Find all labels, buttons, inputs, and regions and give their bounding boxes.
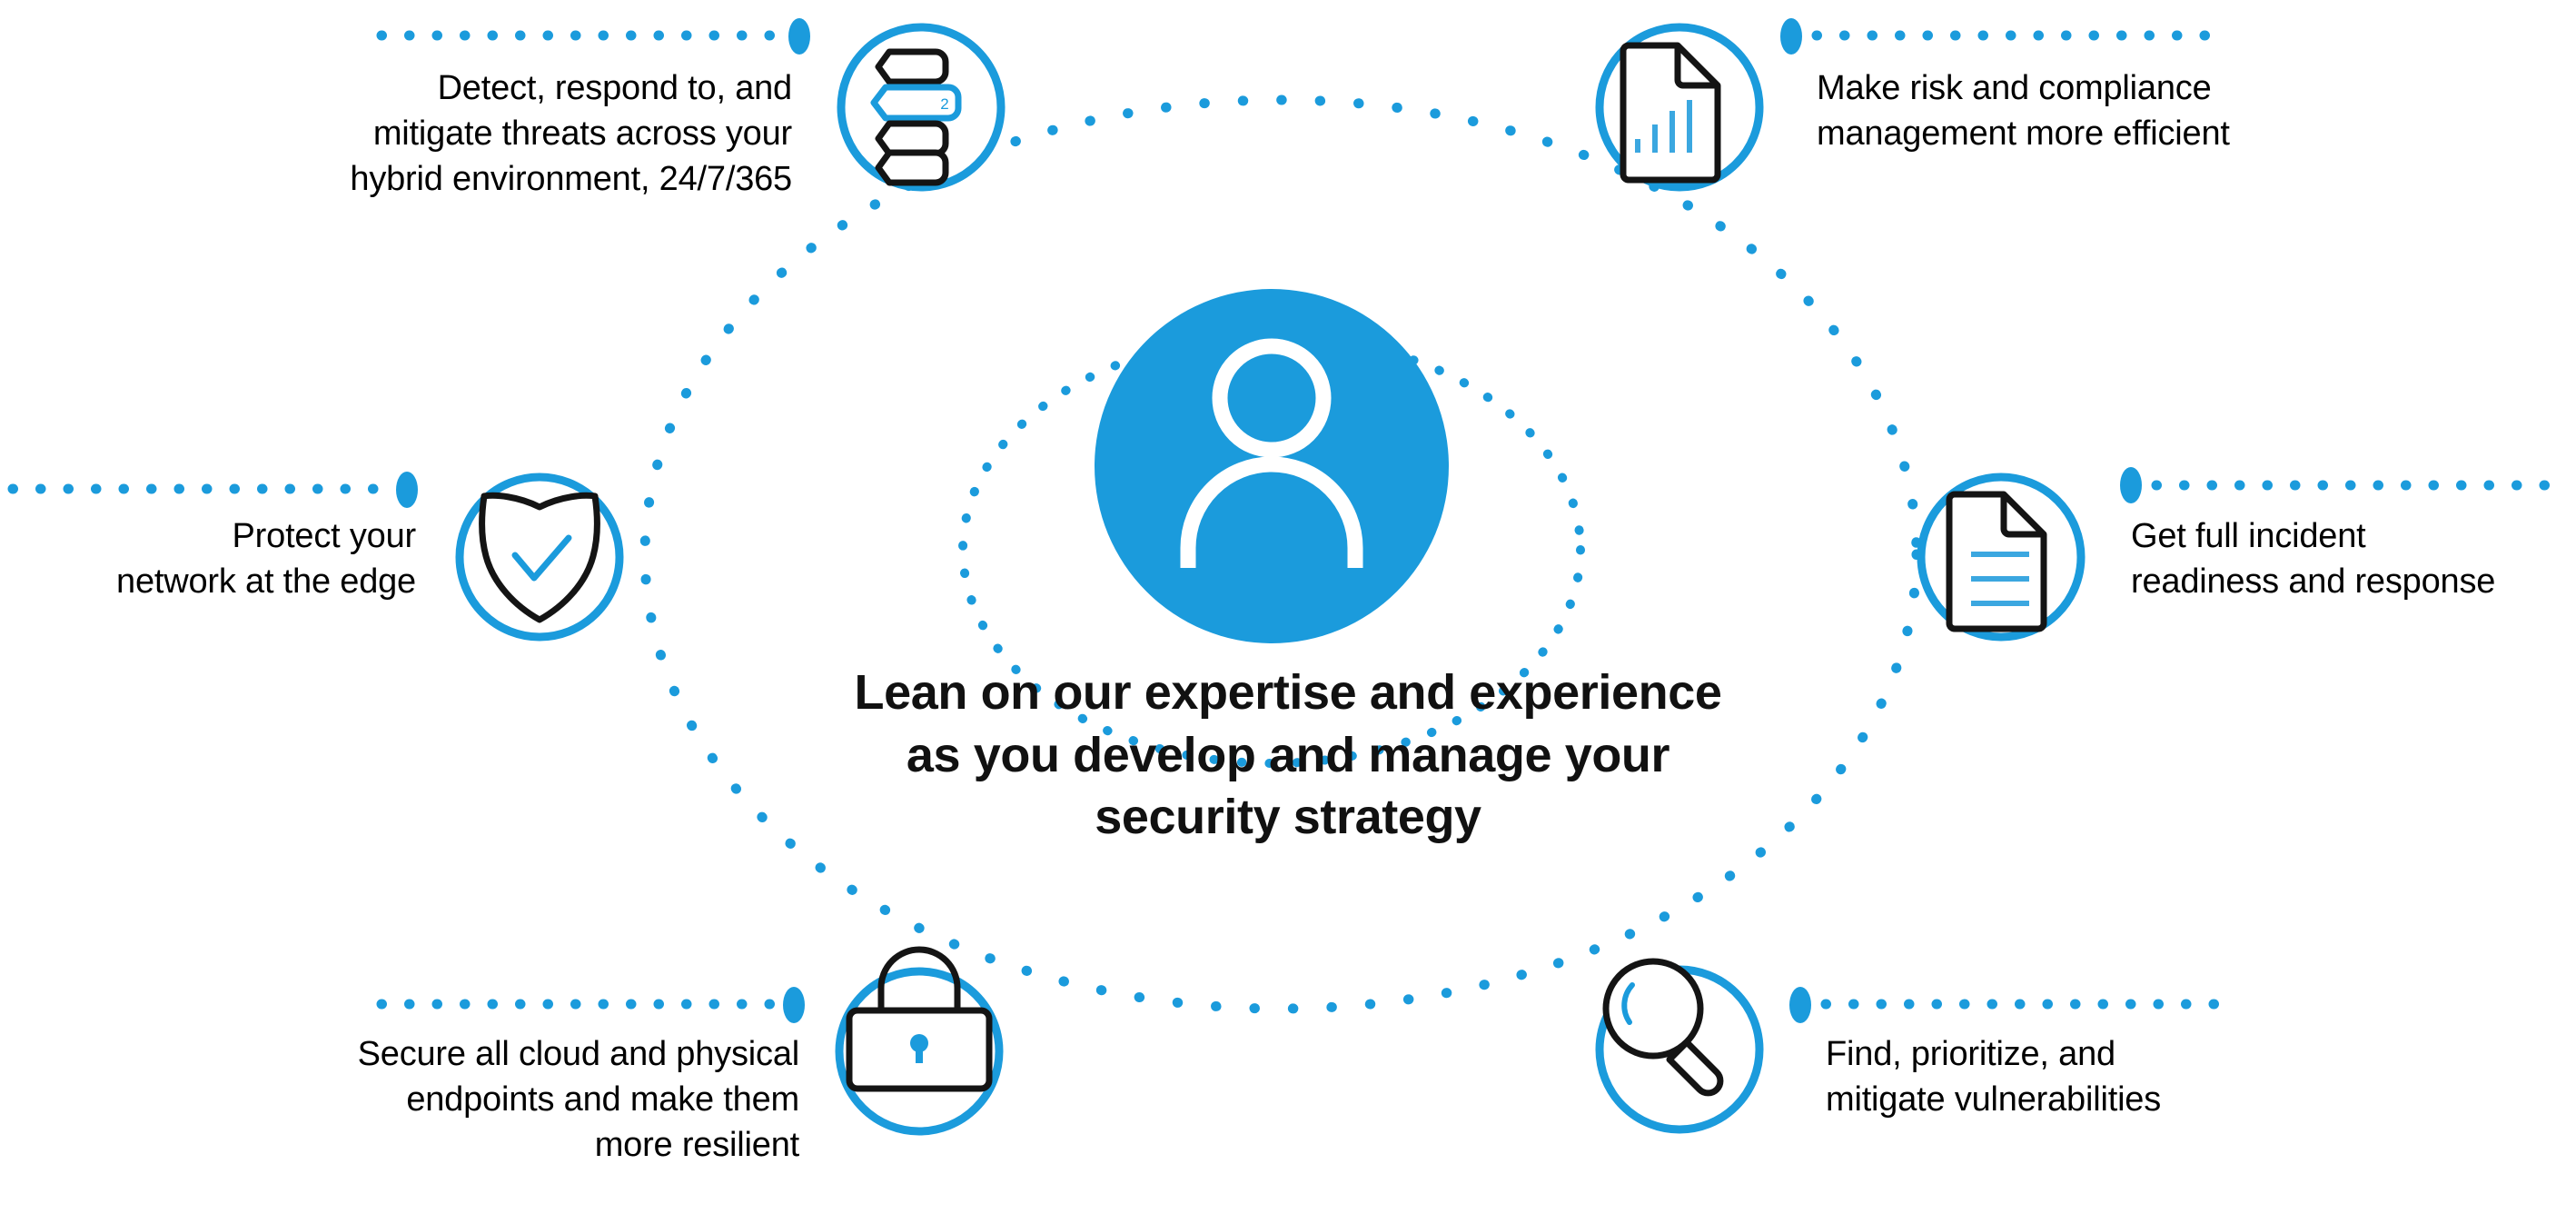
- node-label-incident-readiness: Get full incident readiness and response: [2131, 517, 2496, 602]
- document-lines-icon: [1946, 491, 2047, 632]
- center-node[interactable]: [1095, 289, 1449, 643]
- node-label-find-vulnerabilities: Find, prioritize, and mitigate vulnerabi…: [1826, 1035, 2162, 1119]
- shield-check-icon: [479, 492, 600, 623]
- node-label-secure-endpoints: Secure all cloud and physical endpoints …: [357, 1035, 800, 1165]
- document-bar-chart-icon: [1620, 42, 1721, 184]
- node-find-vulnerabilities[interactable]: [1595, 958, 1764, 1134]
- node-protect-network[interactable]: [455, 473, 624, 642]
- center-heading: Lean on our expertise and experience as …: [854, 665, 1722, 845]
- connector-cap-secure-endpoints: [783, 987, 805, 1023]
- padlock-icon: [846, 946, 993, 1092]
- connector-cap-risk-compliance: [1780, 18, 1802, 55]
- magnifier-icon: [1602, 958, 1724, 1097]
- stacked-list-queue-icon: 2: [870, 48, 962, 186]
- node-secure-endpoints[interactable]: [835, 946, 1004, 1136]
- node-label-risk-compliance: Make risk and compliance management more…: [1817, 69, 2230, 154]
- connector-cap-detect-respond: [788, 18, 810, 55]
- inner-orbit-ellipse: [958, 332, 1585, 768]
- node-label-protect-network: Protect your network at the edge: [116, 517, 416, 602]
- node-risk-compliance[interactable]: [1595, 23, 1764, 192]
- connector-cap-incident-readiness: [2120, 467, 2142, 503]
- connector-cap-protect-network: [396, 472, 418, 508]
- node-label-detect-respond: Detect, respond to, and mitigate threats…: [350, 69, 792, 199]
- node-detect-respond[interactable]: 2: [837, 23, 1006, 192]
- person-icon: [1180, 338, 1363, 568]
- connector-cap-find-vulnerabilities: [1789, 987, 1811, 1023]
- outer-orbit-ellipse: [639, 95, 1922, 1014]
- queue-badge-number: 2: [940, 95, 948, 113]
- node-incident-readiness[interactable]: [1917, 473, 2086, 642]
